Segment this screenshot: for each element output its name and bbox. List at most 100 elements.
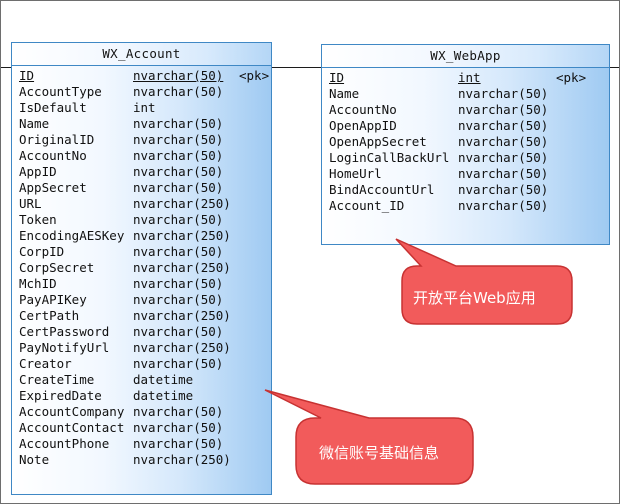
column-type: datetime — [133, 372, 194, 387]
column-name: AppID — [19, 164, 57, 179]
column-type: int — [458, 70, 481, 85]
column-name: AccountType — [19, 84, 102, 99]
table-column-row: OriginalID nvarchar(50) — [12, 132, 271, 148]
column-name: CorpSecret — [19, 260, 95, 275]
table-column-row: AccountCompany nvarchar(50) — [12, 404, 271, 420]
column-type: nvarchar(50) — [458, 134, 549, 149]
column-name: CertPassword — [19, 324, 110, 339]
column-name: CreateTime — [19, 372, 95, 387]
column-type: nvarchar(250) — [133, 340, 231, 355]
column-type: nvarchar(50) — [133, 436, 224, 451]
column-name: OpenAppSecret — [329, 134, 427, 149]
column-name: MchID — [19, 276, 57, 291]
column-name: AccountPhone — [19, 436, 110, 451]
wx-account-table-title: WX_Account — [12, 43, 271, 66]
column-type: nvarchar(250) — [133, 228, 231, 243]
column-type: nvarchar(50) — [133, 164, 224, 179]
column-name: BindAccountUrl — [329, 182, 435, 197]
column-name: OpenAppID — [329, 118, 397, 133]
account-callout-text: 微信账号基础信息 — [319, 444, 440, 462]
table-column-row: BindAccountUrl nvarchar(50) — [322, 182, 609, 198]
column-name: Account_ID — [329, 198, 405, 213]
column-name: AccountNo — [19, 148, 87, 163]
column-name: PayAPIKey — [19, 292, 87, 307]
column-type: nvarchar(50) — [458, 118, 549, 133]
table-column-row: AccountType nvarchar(50) — [12, 84, 271, 100]
column-name: OriginalID — [19, 132, 95, 147]
column-type: nvarchar(250) — [133, 452, 231, 467]
table-column-row: CorpID nvarchar(50) — [12, 244, 271, 260]
table-column-row: OpenAppSecret nvarchar(50) — [322, 134, 609, 150]
column-type: nvarchar(50) — [133, 132, 224, 147]
column-type: nvarchar(50) — [133, 84, 224, 99]
column-type: nvarchar(50) — [133, 148, 224, 163]
column-type: datetime — [133, 388, 194, 403]
column-name: CertPath — [19, 308, 80, 323]
column-name: AppSecret — [19, 180, 87, 195]
horizontal-guide-line — [1, 67, 619, 68]
column-name: Creator — [19, 356, 72, 371]
column-name: EncodingAESKey — [19, 228, 125, 243]
column-name: Token — [19, 212, 57, 227]
table-column-row: CorpSecret nvarchar(250) — [12, 260, 271, 276]
column-type: nvarchar(50) — [133, 292, 224, 307]
column-type: nvarchar(50) — [133, 404, 224, 419]
column-name: AccountCompany — [19, 404, 125, 419]
table-column-row: Account_ID nvarchar(50) — [322, 198, 609, 214]
primary-key-marker: <pk> — [239, 68, 270, 83]
column-type: nvarchar(50) — [458, 166, 549, 181]
table-column-row: EncodingAESKey nvarchar(250) — [12, 228, 271, 244]
column-name: ID — [19, 68, 35, 83]
table-column-row: Note nvarchar(250) — [12, 452, 271, 468]
column-type: nvarchar(250) — [133, 260, 231, 275]
column-name: Name — [19, 116, 50, 131]
webapp-callout-shape — [395, 238, 573, 325]
column-type: nvarchar(50) — [133, 68, 224, 83]
table-column-row: PayNotifyUrl nvarchar(250) — [12, 340, 271, 356]
table-column-row: PayAPIKey nvarchar(50) — [12, 292, 271, 308]
column-name: Note — [19, 452, 50, 467]
column-type: nvarchar(50) — [458, 86, 549, 101]
column-type: nvarchar(250) — [133, 196, 231, 211]
column-type: nvarchar(50) — [458, 182, 549, 197]
column-type: nvarchar(50) — [458, 198, 549, 213]
table-column-row: Token nvarchar(50) — [12, 212, 271, 228]
table-column-row: CertPath nvarchar(250) — [12, 308, 271, 324]
table-column-row: CertPassword nvarchar(50) — [12, 324, 271, 340]
table-column-row: AppID nvarchar(50) — [12, 164, 271, 180]
wx-webapp-table-title: WX_WebApp — [322, 45, 609, 68]
table-column-row: AccountNo nvarchar(50) — [12, 148, 271, 164]
table-column-row: Name nvarchar(50) — [322, 86, 609, 102]
wx-account-column-list: ID nvarchar(50) <pk> AccountType nvarchar(50… — [12, 68, 271, 468]
table-column-row: HomeUrl nvarchar(50) — [322, 166, 609, 182]
column-name: Name — [329, 86, 360, 101]
column-name: HomeUrl — [329, 166, 382, 181]
column-type: nvarchar(50) — [458, 102, 549, 117]
column-type: nvarchar(50) — [133, 244, 224, 259]
column-type: nvarchar(50) — [133, 324, 224, 339]
column-name: ExpiredDate — [19, 388, 102, 403]
column-name: LoginCallBackUrl — [329, 150, 450, 165]
column-name: PayNotifyUrl — [19, 340, 110, 355]
table-column-row: ExpiredDate datetime — [12, 388, 271, 404]
column-type: nvarchar(250) — [133, 308, 231, 323]
column-type: nvarchar(50) — [133, 420, 224, 435]
column-type: nvarchar(50) — [133, 212, 224, 227]
table-column-row: CreateTime datetime — [12, 372, 271, 388]
column-type: nvarchar(50) — [133, 276, 224, 291]
column-name: IsDefault — [19, 100, 87, 115]
table-column-row: ID nvarchar(50) <pk> — [12, 68, 271, 84]
column-name: CorpID — [19, 244, 65, 259]
